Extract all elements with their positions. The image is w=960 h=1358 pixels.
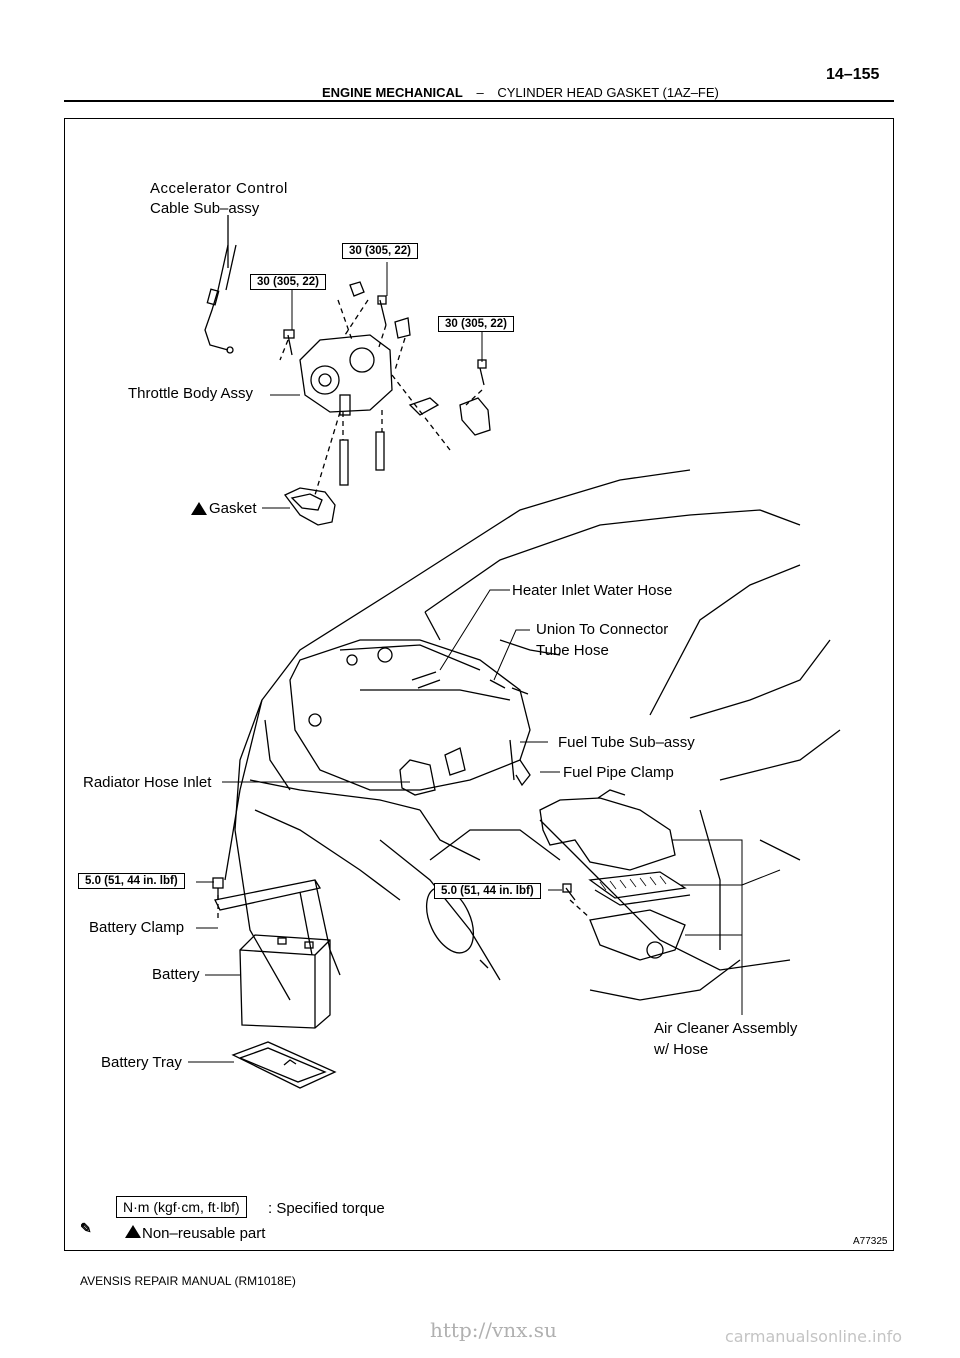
header-subsection: CYLINDER HEAD GASKET (1AZ–FE): [497, 85, 719, 100]
engine-drawing: [289, 639, 531, 796]
page-number: 14–155: [826, 66, 880, 83]
header-rule: [64, 100, 894, 102]
gasket-drawing: [283, 487, 336, 526]
legend-unit-box: N·m (kgf·cm, ft·lbf): [116, 1196, 247, 1218]
header-breadcrumb: ENGINE MECHANICAL – CYLINDER HEAD GASKET…: [322, 85, 719, 100]
header-section: ENGINE MECHANICAL: [322, 85, 463, 100]
label-union-line2: Tube Hose: [536, 642, 609, 659]
label-fuel-pipe-clamp: Fuel Pipe Clamp: [563, 764, 674, 781]
label-heater-hose: Heater Inlet Water Hose: [512, 582, 673, 599]
torque-spec-3: 30 (305, 22): [438, 316, 515, 332]
label-battery: Battery: [152, 966, 200, 983]
watermark-url: http://vnx.su: [430, 1318, 557, 1342]
label-gasket: Gasket: [209, 500, 257, 517]
nonreusable-markers: [125, 502, 207, 1238]
footer-manual: AVENSIS REPAIR MANUAL (RM1018E): [80, 1274, 296, 1288]
figure-id: A77325: [853, 1236, 888, 1247]
filter-hatching: [599, 875, 667, 891]
torque-spec-5: 5.0 (51, 44 in. lbf): [434, 883, 541, 899]
watermark-site: carmanualsonline.info: [725, 1327, 903, 1346]
torque-spec-4: 5.0 (51, 44 in. lbf): [78, 873, 185, 889]
label-union-line1: Union To Connector: [536, 621, 669, 638]
accelerator-cable-drawing: [204, 215, 237, 354]
leader-lines: [188, 262, 781, 1063]
battery-drawing: [239, 934, 331, 1029]
label-battery-clamp: Battery Clamp: [89, 919, 185, 936]
car-body-outline: [224, 469, 841, 1001]
assembly-guide-lines: [217, 299, 591, 920]
battery-clamp-drawing: [212, 877, 341, 976]
label-air-cleaner-line2: w/ Hose: [654, 1041, 709, 1058]
label-accelerator-line1: Accelerator Control: [150, 180, 288, 197]
legend-nonreusable-text: Non–reusable part: [142, 1225, 266, 1242]
legend-unit-text: : Specified torque: [268, 1200, 385, 1217]
label-accelerator-line2: Cable Sub–assy: [150, 200, 260, 217]
torque-spec-2: 30 (305, 22): [250, 274, 327, 290]
label-battery-tray: Battery Tray: [101, 1054, 182, 1071]
air-cleaner-drawing: [539, 789, 691, 961]
triangle-icon: [125, 1225, 141, 1238]
label-fuel-tube: Fuel Tube Sub–assy: [558, 734, 695, 751]
legend-mark-icon: ✎: [80, 1220, 92, 1236]
torque-spec-1: 30 (305, 22): [342, 243, 419, 259]
throttle-body-drawing: [283, 281, 491, 486]
figure-frame: [64, 118, 894, 1251]
label-radiator-hose: Radiator Hose Inlet: [83, 774, 212, 791]
battery-tray-drawing: [231, 1041, 337, 1089]
header-separator: –: [476, 85, 484, 100]
label-throttle-body: Throttle Body Assy: [128, 385, 254, 402]
label-air-cleaner-line1: Air Cleaner Assembly: [654, 1020, 798, 1037]
triangle-icon: [191, 502, 207, 515]
